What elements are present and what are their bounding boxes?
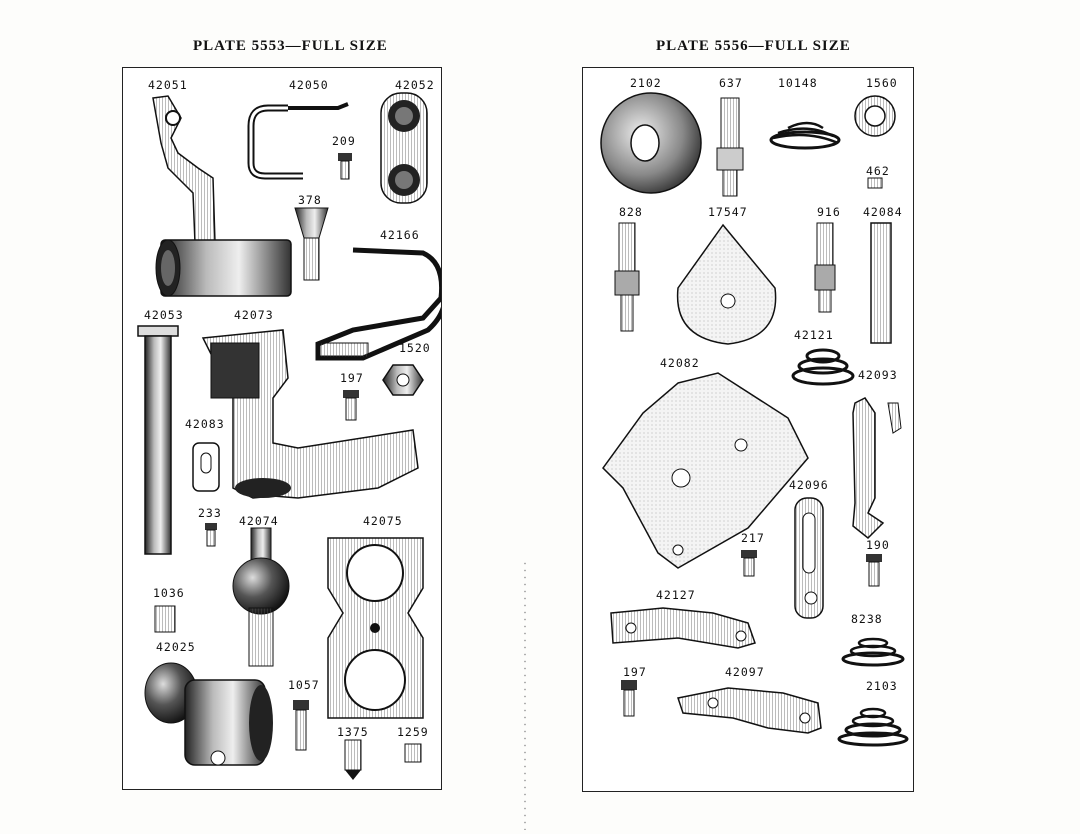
label-637: 637 [719,76,743,90]
label-42127: 42127 [656,588,696,602]
label-42082: 42082 [660,356,700,370]
label-916: 916 [817,205,841,219]
label-42097: 42097 [725,665,765,679]
part-42052 [380,92,428,204]
part-42093 [852,397,902,540]
label-1036: 1036 [153,586,185,600]
label-42075: 42075 [363,514,403,528]
left-plate-title: PLATE 5553—FULL SIZE [193,38,388,54]
part-42051 [152,95,292,297]
label-42050: 42050 [289,78,329,92]
label-42073: 42073 [234,308,274,322]
label-42025: 42025 [156,640,196,654]
part-42084 [870,222,892,344]
label-8238: 8238 [851,612,883,626]
part-1520-nut [382,364,424,396]
label-233: 233 [198,506,222,520]
part-828 [614,222,640,332]
part-8238-spring [841,637,905,667]
label-462: 462 [866,164,890,178]
right-plate-panel: 2102 637 10148 1560 462 828 17547 916 42… [582,67,914,792]
right-plate-title: PLATE 5556—FULL SIZE [656,38,851,54]
label-197: 197 [340,371,364,385]
part-42083 [192,442,220,492]
part-2103-spring [837,707,909,747]
part-217-screw [741,550,757,577]
label-828: 828 [619,205,643,219]
label-42052: 42052 [395,78,435,92]
right-plate-parts-illustration [600,92,909,747]
part-10148-spring [769,121,841,150]
label-2103: 2103 [866,679,898,693]
label-42051: 42051 [148,78,188,92]
left-plate-parts-illustration [137,92,441,780]
part-42166 [315,247,441,361]
label-197-right: 197 [623,665,647,679]
label-42096: 42096 [789,478,829,492]
label-42053: 42053 [144,308,184,322]
label-1560: 1560 [866,76,898,90]
part-42096 [794,497,824,619]
part-1057-screw [293,700,309,751]
part-916 [814,222,836,313]
label-209: 209 [332,134,356,148]
part-42053 [137,325,179,555]
label-42093: 42093 [858,368,898,382]
label-42083: 42083 [185,417,225,431]
part-42121-spring [791,348,855,386]
part-42082 [602,372,809,569]
label-10148: 10148 [778,76,818,90]
part-637 [716,97,744,197]
part-42074 [232,527,290,667]
part-42075 [327,537,424,719]
label-217: 217 [741,531,765,545]
part-17547 [676,223,777,345]
part-42050 [247,102,349,180]
part-1560-nut [854,95,896,137]
label-1057: 1057 [288,678,320,692]
label-1375: 1375 [337,725,369,739]
part-197-screw [343,390,359,421]
part-1036 [154,605,176,633]
page-gutter-dots [523,560,527,830]
label-378: 378 [298,193,322,207]
left-plate-panel: 42051 42050 42052 209 378 42166 42053 42… [122,67,442,790]
part-42127 [610,607,756,649]
part-190-screw [866,554,882,587]
part-1375-screw [344,739,362,780]
part-42073 [201,329,419,499]
label-2102: 2102 [630,76,662,90]
part-2102 [600,92,702,194]
part-197-screw-right [621,680,637,717]
part-462-screw [867,177,883,189]
label-17547: 17547 [708,205,748,219]
label-42074: 42074 [239,514,279,528]
label-190: 190 [866,538,890,552]
label-42084: 42084 [863,205,903,219]
label-1520: 1520 [399,341,431,355]
part-42097 [677,687,822,734]
label-1259: 1259 [397,725,429,739]
part-42025 [144,662,273,766]
part-1259-screw [404,743,422,763]
part-233-screw [205,523,217,547]
part-378-screw [294,207,329,281]
part-209-screw [338,153,352,180]
label-42166: 42166 [380,228,420,242]
label-42121: 42121 [794,328,834,342]
